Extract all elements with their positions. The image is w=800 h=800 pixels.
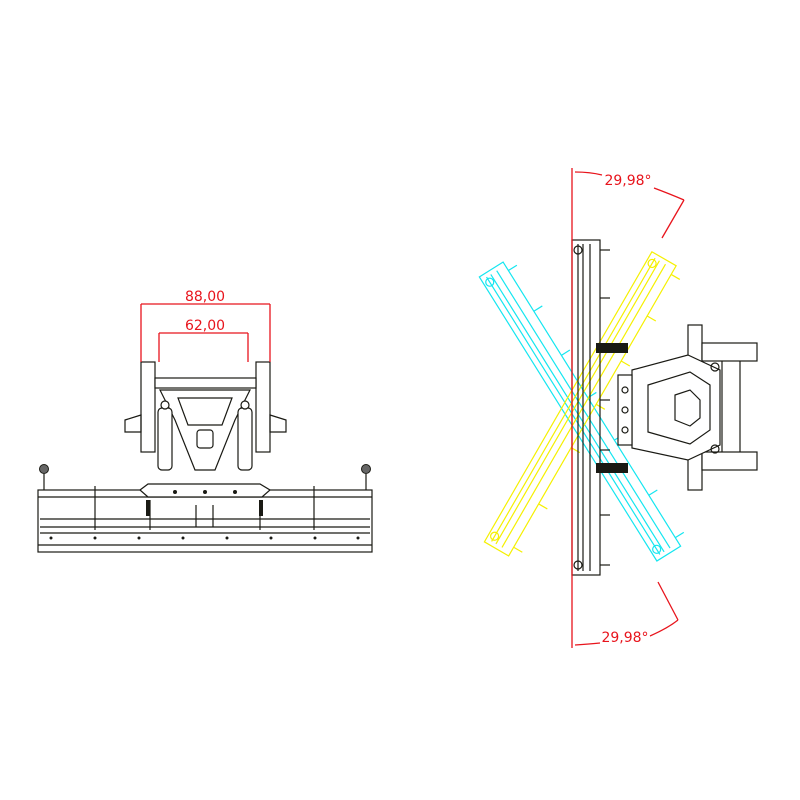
spring-bottom xyxy=(596,463,628,473)
spring-top xyxy=(596,343,628,353)
front-mount-frame xyxy=(124,361,287,516)
marker-light-left xyxy=(39,464,49,474)
angle-top-label: 29,98° xyxy=(604,173,651,189)
dimension-62-label: 62,00 xyxy=(185,318,225,334)
top-mount-frame xyxy=(617,324,758,491)
marker-light-right xyxy=(361,464,371,474)
top-view: 29,98° 29,98° xyxy=(478,168,758,648)
angle-dimension-top: 29,98° xyxy=(571,168,685,648)
angle-dimension-bottom: 29,98° xyxy=(574,581,679,646)
dimension-88: 88,00 xyxy=(140,289,271,362)
dimension-62: 62,00 xyxy=(158,318,249,362)
front-view: 88,00 62,00 xyxy=(37,289,373,553)
blade-straight xyxy=(571,239,611,576)
dimension-88-label: 88,00 xyxy=(185,289,225,305)
angle-bottom-label: 29,98° xyxy=(601,630,648,646)
front-blade xyxy=(37,464,373,553)
